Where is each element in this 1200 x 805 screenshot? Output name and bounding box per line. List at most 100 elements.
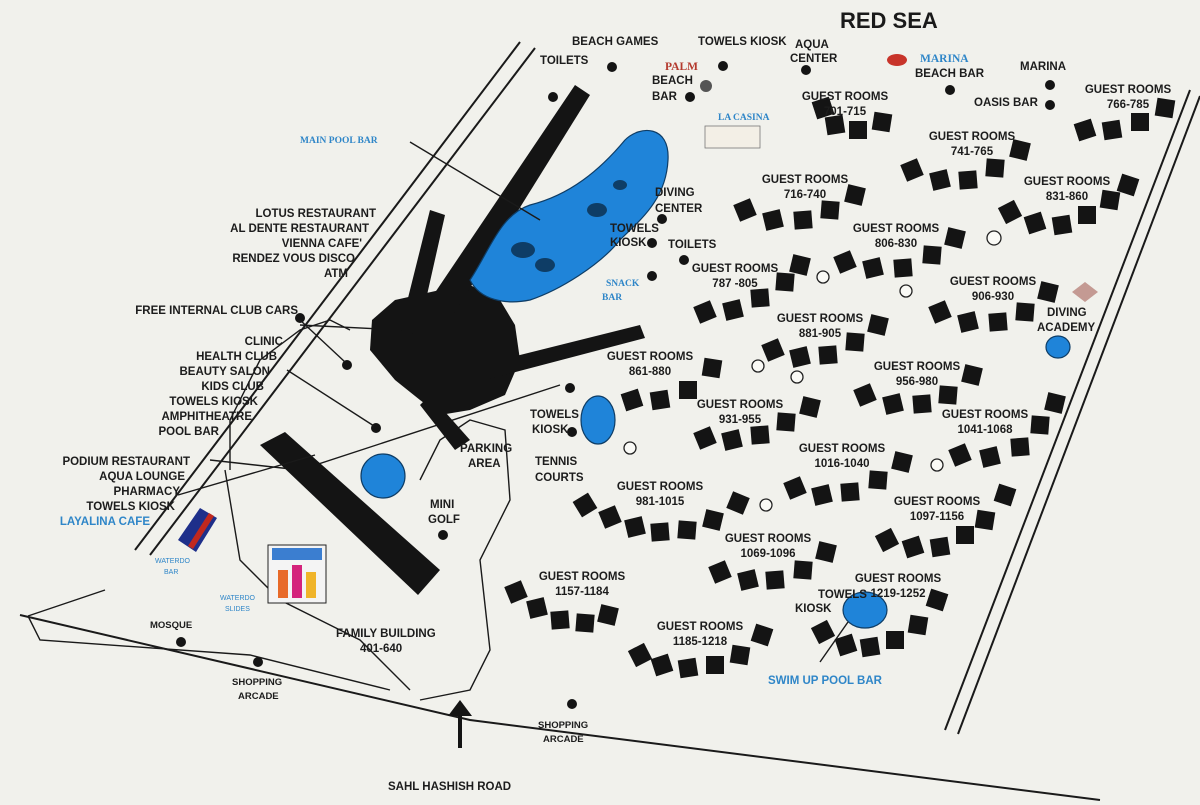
guest-room-block (750, 425, 770, 445)
label-clinic: CLINIC (245, 336, 283, 348)
guest-room-block (799, 396, 821, 418)
podium-group: PODIUM RESTAURANT AQUA LOUNGE PHARMACY T… (62, 456, 190, 513)
guest-rooms-range: 701-715 (824, 106, 867, 118)
guest-room-block (1099, 189, 1121, 211)
guest-rooms-range: 981-1015 (636, 496, 685, 508)
guest-room-block (679, 381, 697, 399)
guest-room-block (907, 614, 929, 636)
guest-room-block (737, 569, 759, 591)
label-family-building: FAMILY BUILDING (336, 628, 436, 640)
clinic-group: CLINIC HEALTH CLUB BEAUTY SALON KIDS CLU… (159, 336, 284, 438)
guest-room-block (833, 250, 857, 274)
label-amphitheatre: AMPHITHEATRE (161, 411, 252, 423)
guest-room-block (1078, 206, 1096, 224)
main-building (370, 85, 645, 450)
guest-room-block (882, 393, 904, 415)
guest-rooms-heading: GUEST ROOMS (853, 223, 940, 235)
guest-room-blocks (504, 96, 1176, 679)
guest-room-block (620, 388, 644, 412)
label-towels-kiosk-left: TOWELS KIOSK (169, 396, 258, 408)
guest-room-block (1051, 214, 1073, 236)
label-waterdo-bar-2: BAR (164, 569, 178, 576)
guest-rooms-range: 956-980 (896, 376, 938, 388)
guest-room-block (750, 623, 774, 647)
label-diving-academy-2: ACADEMY (1037, 322, 1095, 334)
label-lotus: LOTUS RESTAURANT (255, 208, 376, 220)
guest-room-block (871, 111, 893, 133)
guest-rooms-heading: GUEST ROOMS (855, 573, 942, 585)
guest-room-block (859, 636, 881, 658)
guest-rooms-heading: GUEST ROOMS (802, 91, 889, 103)
guest-rooms-heading: GUEST ROOMS (894, 496, 981, 508)
waterdo-bar-icon (178, 508, 217, 552)
guest-room-block (726, 491, 750, 515)
guest-room-block (765, 570, 785, 590)
guest-room-block (811, 484, 833, 506)
guest-room-block (1131, 113, 1149, 131)
guest-room-block (824, 114, 846, 136)
label-podium-restaurant: PODIUM RESTAURANT (62, 456, 190, 468)
pool-family (360, 453, 406, 499)
label-pool-bar: POOL BAR (159, 426, 220, 438)
guest-room-block (598, 505, 622, 529)
guest-room-block (722, 299, 744, 321)
guest-rooms-heading: GUEST ROOMS (929, 131, 1016, 143)
label-shopping-bottom-1: SHOPPING (538, 720, 588, 731)
label-towels-lower-2: KIOSK (795, 603, 832, 615)
label-main-pool-bar: MAIN POOL BAR (300, 136, 378, 146)
guest-room-block (1044, 392, 1066, 414)
guest-room-block (993, 483, 1017, 507)
guest-room-block (988, 312, 1008, 332)
label-al-dente: AL DENTE RESTAURANT (230, 223, 369, 235)
label-beach-games: BEACH GAMES (572, 36, 659, 48)
guest-room-block (789, 346, 811, 368)
family-building-strip (260, 432, 440, 595)
guest-rooms-range: 1157-1184 (555, 586, 609, 598)
label-diving: DIVING (655, 187, 695, 199)
guest-room-block (974, 509, 996, 531)
guest-room-block (775, 272, 795, 292)
guest-room-block (650, 653, 674, 677)
label-beauty-salon: BEAUTY SALON (179, 366, 270, 378)
entrance-arrow-icon (448, 700, 472, 748)
guest-room-block (733, 198, 757, 222)
guest-rooms-heading: GUEST ROOMS (725, 533, 812, 545)
guest-room-block (948, 443, 972, 467)
label-mini: MINI (430, 499, 454, 511)
guest-room-block (867, 314, 889, 336)
label-parking-area: AREA (468, 458, 501, 470)
guest-room-block (550, 610, 570, 630)
guest-room-block (677, 657, 699, 679)
label-club-cars: FREE INTERNAL CLUB CARS (135, 305, 298, 317)
guest-rooms-range: 716-740 (784, 189, 826, 201)
guest-room-block (929, 536, 951, 558)
guest-room-block (886, 631, 904, 649)
guest-room-block (957, 311, 979, 333)
label-waterdo-bar-1: WATERDO (155, 558, 191, 565)
label-snack-bar: BAR (602, 293, 622, 303)
guest-room-block (810, 619, 836, 645)
guest-room-block (997, 199, 1023, 225)
guest-room-block (1154, 97, 1176, 119)
label-mini-golf: GOLF (428, 514, 460, 526)
label-la-casina: LA CASINA (718, 113, 770, 123)
label-rendez-vous: RENDEZ VOUS DISCO (232, 253, 355, 265)
guest-room-block (834, 633, 858, 657)
guest-room-block (900, 158, 924, 182)
guest-room-block (928, 300, 952, 324)
guest-rooms-range: 1219-1252 (871, 588, 926, 600)
guest-rooms-heading: GUEST ROOMS (1024, 176, 1111, 188)
guest-room-block (793, 210, 813, 230)
label-atm: ATM (324, 268, 348, 280)
guest-room-block (504, 580, 528, 604)
guest-room-block (944, 227, 966, 249)
guest-room-block (862, 257, 884, 279)
guest-room-block (776, 412, 796, 432)
label-beach-bar: BEACH BAR (915, 68, 985, 80)
label-towels-pool-1: TOWELS (610, 223, 659, 235)
guest-room-block (793, 560, 813, 580)
label-shopping-bottom-2: ARCADE (543, 734, 584, 745)
guest-room-block (979, 446, 1001, 468)
guest-rooms-heading: GUEST ROOMS (1085, 84, 1172, 96)
guest-rooms-range: 831-860 (1046, 191, 1088, 203)
